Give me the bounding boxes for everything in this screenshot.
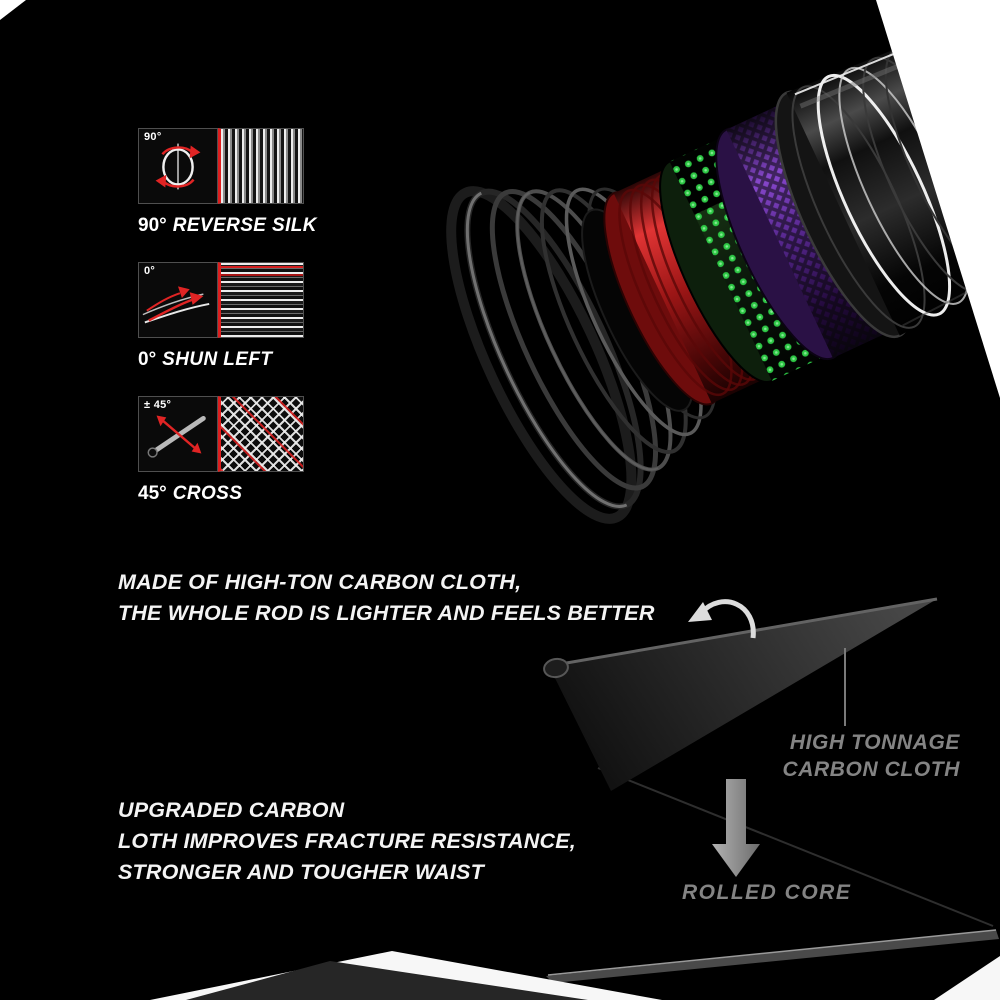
left-sweep-arrows-icon [142,286,210,324]
diagram-block-reverse-silk: 90° 90°REVERSE SILK [138,128,318,237]
bottom-left-gray-wedge [186,961,588,1000]
diagram-label: 0°SHUN LEFT [138,349,273,370]
degree-label: ± 45° [144,399,172,411]
rolled-edge [543,657,569,679]
upgrade-line-1: UPGRADED CARBON [118,798,345,822]
reverse-rotation-icon [155,143,201,190]
sheet-edge-line [597,767,994,927]
down-arrow-icon [712,779,760,877]
feature-line-2: THE WHOLE ROD IS LIGHTER AND FEELS BETTE… [118,601,655,625]
cloth-callout-line-1: HIGH TONNAGE [789,731,960,754]
bottom-right-white-wedge [934,956,1000,1000]
diagram-box: 0° [138,262,304,338]
diagram-block-cross: ± 45° 45°CROSS [138,396,318,505]
white-corner-cut-top-left [0,0,26,20]
diagram-box: 90° [138,128,304,204]
crosshatch-pattern [218,396,304,472]
upgrade-paragraph: UPGRADED CARBON LOTH IMPROVES FRACTURE R… [118,795,576,888]
horizontal-stripes-pattern [218,262,304,338]
upgrade-line-2: LOTH IMPROVES FRACTURE RESISTANCE, [118,829,576,853]
degree-label: 90° [144,131,162,143]
diagram-label: 90°REVERSE SILK [138,215,317,236]
icon-cell: ± 45° [138,396,218,472]
curl-arrow-icon [688,599,756,639]
rolled-core-callout: ROLLED CORE [682,881,852,904]
vertical-stripes-pattern [218,128,304,204]
carbon-cloth-illustration [543,597,999,983]
carbon-cloth-sheet [549,599,937,791]
diagram-label: 45°CROSS [138,483,243,504]
cloth-callout-line-2: CARBON CLOTH [782,758,960,781]
white-corner-cut-top-right [876,0,1000,398]
rolled-core-rod [546,930,999,983]
icon-cell: 90° [138,128,218,204]
feature-paragraph: MADE OF HIGH-TON CARBON CLOTH, THE WHOLE… [118,567,655,629]
diagram-block-shun-left: 0° 0°SHUN LEFT [138,262,318,371]
diagram-box: ± 45° [138,396,304,472]
feature-line-1: MADE OF HIGH-TON CARBON CLOTH, [118,570,522,594]
icon-cell: 0° [138,262,218,338]
high-tonnage-callout: HIGH TONNAGE CARBON CLOTH [725,729,960,783]
degree-label: 0° [144,265,156,277]
cross-arrows-icon [147,415,206,458]
rod-layers [446,8,1000,524]
upgrade-line-3: STRONGER AND TOUGHER WAIST [118,860,484,884]
